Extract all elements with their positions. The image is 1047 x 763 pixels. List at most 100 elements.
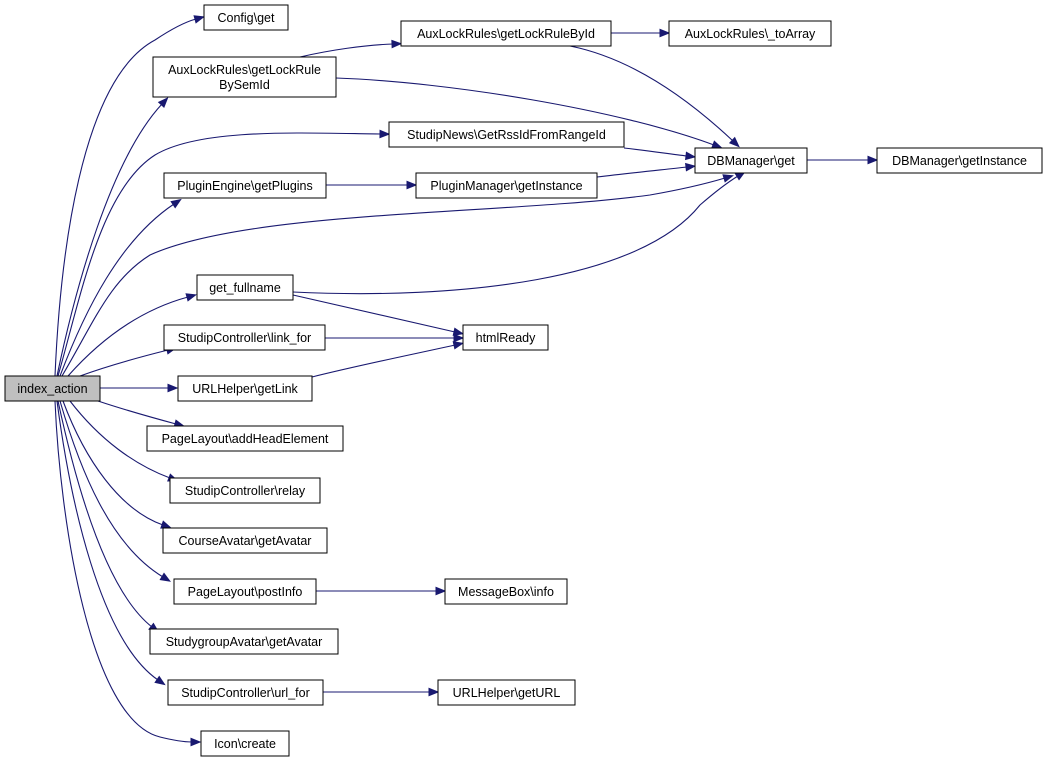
edge-aux_getbyid-to-aux_toarray [611,28,671,38]
arrowhead [867,155,879,165]
arrowhead [452,327,465,336]
node-post-info[interactable]: PageLayout\postInfo [173,578,317,605]
arrowhead [406,180,418,190]
node-aux-getbyid[interactable]: AuxLockRules\getLockRuleById [400,20,612,47]
edge-index_action-to-aux_getbysem [56,97,169,377]
arrowhead [685,162,697,172]
node-label: StudipNews\GetRssIdFromRangeId [407,128,606,142]
node-label: BySemId [219,78,270,92]
node-msgbox-info[interactable]: MessageBox\info [444,578,568,605]
arrowhead [170,198,182,209]
node-label: CourseAvatar\getAvatar [179,534,312,548]
edge-get_fullname-to-htmlready [292,294,465,336]
arrowhead [722,174,734,183]
arrowhead [159,572,172,582]
edge-index_action-to-config_get [54,15,206,377]
node-course-avatar[interactable]: CourseAvatar\getAvatar [162,527,328,554]
edge-news_rss-to-db_get [623,147,697,161]
node-studygroup-avatar[interactable]: StudygroupAvatar\getAvatar [149,628,339,655]
node-urlhelper-getlink[interactable]: URLHelper\getLink [177,375,313,402]
arrowhead [685,151,697,161]
arrowhead [428,687,440,697]
edge-index_action-to-urlhelper_getlink [100,383,179,393]
node-label: URLHelper\getLink [192,382,298,396]
node-add-head[interactable]: PageLayout\addHeadElement [146,425,344,452]
node-label: PageLayout\postInfo [188,585,303,599]
edge-index_action-to-plugin_getplugins [59,198,182,377]
arrowhead [659,28,671,38]
node-htmlready[interactable]: htmlReady [462,324,549,351]
node-label: Icon\create [214,737,276,751]
edge-post_info-to-msgbox_info [316,586,447,596]
edge-index_action-to-link_for [79,346,178,377]
node-label: PluginManager\getInstance [430,179,582,193]
node-db-get[interactable]: DBManager\get [694,147,808,174]
node-db-instance[interactable]: DBManager\getInstance [876,147,1043,174]
node-pm-instance[interactable]: PluginManager\getInstance [415,172,598,199]
node-urlhelper-geturl[interactable]: URLHelper\getURL [437,679,576,706]
arrowhead [452,341,465,350]
edge-link_for-to-htmlready [325,333,465,343]
arrowhead [167,383,179,393]
node-label: PluginEngine\getPlugins [177,179,313,193]
arrowhead [157,97,169,109]
edge-plugin_getplugins-to-pm_instance [326,180,418,190]
edge-db_get-to-db_instance [807,155,879,165]
node-config-get[interactable]: Config\get [203,4,289,31]
edge-pm_instance-to-db_get [596,162,697,178]
node-label: AuxLockRules\getLockRuleById [417,27,595,41]
edge-index_action-to-news_rss [57,129,391,377]
edge-index_action-to-icon_create [54,400,202,747]
arrowhead [435,586,447,596]
node-link-for[interactable]: StudipController\link_for [163,324,326,351]
node-aux-toarray[interactable]: AuxLockRules\_toArray [668,20,832,47]
edge-index_action-to-get_fullname [67,293,198,377]
arrowhead [711,140,723,149]
node-label: get_fullname [209,281,281,295]
edges-layer [54,15,879,747]
node-url-for[interactable]: StudipController\url_for [167,679,324,706]
node-label: StudipController\relay [185,484,306,498]
arrowhead [154,675,166,686]
node-index-action[interactable]: index_action [4,375,101,402]
node-label: PageLayout\addHeadElement [162,432,329,446]
nodes-layer: index_action Config\getAuxLockRules\getLo… [4,4,1043,757]
edge-index_action-to-studygroup_avatar [57,400,160,633]
arrowhead [193,15,206,24]
arrowhead [379,129,391,139]
node-plugin-getplugins[interactable]: PluginEngine\getPlugins [163,172,327,199]
edge-urlhelper_getlink-to-htmlready [311,341,465,378]
arrowhead [190,737,202,747]
arrowhead [185,293,198,302]
node-label: MessageBox\info [458,585,554,599]
edge-index_action-to-post_info [59,400,172,582]
edge-index_action-to-course_avatar [62,400,172,529]
node-relay[interactable]: StudipController\relay [169,477,321,504]
node-icon-create[interactable]: Icon\create [200,730,290,757]
node-news-rss[interactable]: StudipNews\GetRssIdFromRangeId [388,121,625,148]
node-label: DBManager\getInstance [892,154,1027,168]
arrowhead [728,136,740,148]
edge-aux_getbysem-to-aux_getbyid [299,39,403,58]
node-label: AuxLockRules\_toArray [685,27,816,41]
node-get-fullname[interactable]: get_fullname [196,274,294,301]
arrowhead [391,39,403,49]
arrowhead [160,520,172,529]
edge-index_action-to-add_head [97,400,186,428]
node-label: StudipController\url_for [181,686,310,700]
node-label: index_action [17,382,87,396]
node-label: htmlReady [476,331,536,345]
node-label: StudygroupAvatar\getAvatar [166,635,323,649]
node-label: DBManager\get [707,154,795,168]
node-label: AuxLockRules\getLockRule [168,63,321,77]
edge-index_action-to-db_get [61,174,734,377]
node-label: URLHelper\getURL [453,686,561,700]
node-label: StudipController\link_for [178,331,311,345]
arrowhead [453,333,465,343]
node-label: Config\get [218,11,276,25]
edge-url_for-to-urlhelper_geturl [323,687,440,697]
edge-index_action-to-url_for [56,400,166,686]
edge-aux_getbyid-to-db_get [569,45,740,148]
